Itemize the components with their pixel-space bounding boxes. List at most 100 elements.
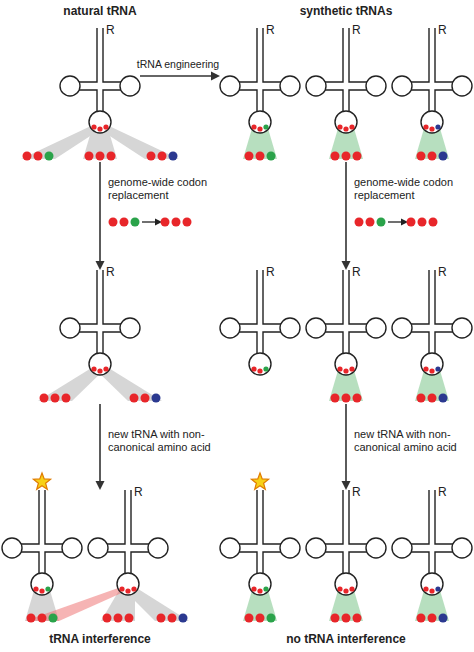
- step-label: new tRNA with non-canonical amino acid: [108, 428, 238, 454]
- trna-shape: [306, 490, 386, 595]
- codon-triplet: [245, 152, 276, 161]
- anticodon-dots: [91, 366, 108, 373]
- residue-label: R: [438, 485, 447, 499]
- anticodon-dots: [337, 124, 354, 131]
- noncanonical-star: [251, 473, 268, 489]
- anticodon-dots: [251, 366, 268, 373]
- green-wedges: [243, 125, 449, 621]
- trna-shape: [2, 490, 82, 595]
- trna-shape: [88, 490, 168, 595]
- anticodon-dots: [251, 586, 268, 593]
- trna-shape: [220, 270, 300, 375]
- noncanonical-star: [33, 473, 50, 489]
- trna-shape: [220, 490, 300, 595]
- codon-triplet: [27, 614, 58, 623]
- codon-triplet: [40, 394, 71, 403]
- trna-node: R: [60, 270, 140, 404]
- codon-triplet: [157, 614, 188, 623]
- arrow-head: [342, 481, 351, 490]
- codon-triplet: [161, 218, 192, 227]
- residue-label: R: [106, 23, 115, 37]
- anticodon-dots: [251, 124, 268, 131]
- icon-arrow-line: [142, 221, 156, 222]
- anticodon-dots: [119, 586, 136, 593]
- trna-node: R: [392, 28, 472, 162]
- step-label: genome-wide codon replacement: [354, 176, 470, 202]
- residue-label: R: [266, 23, 275, 37]
- arrow-head: [211, 72, 220, 81]
- trna-node: R: [306, 490, 386, 624]
- anticodon-dots: [91, 124, 108, 131]
- codon-triplet: [85, 152, 116, 161]
- trna-shape: [392, 270, 472, 375]
- residue-label: R: [352, 485, 361, 499]
- residue-label: R: [134, 485, 143, 499]
- codon-triplet: [23, 152, 54, 161]
- trna-shape: [60, 270, 140, 375]
- anticodon-dots: [33, 586, 50, 593]
- arrow-line: [140, 75, 212, 77]
- codon-triplet: [331, 614, 362, 623]
- trna-shape: [306, 270, 386, 375]
- trna-node: R: [306, 270, 386, 404]
- arrow-head: [342, 261, 351, 270]
- step-label: genome-wide codon replacement: [108, 176, 228, 202]
- codon-triplet: [245, 614, 276, 623]
- codon-triplet: [109, 218, 140, 227]
- codon-triplet: [417, 394, 448, 403]
- anticodon-dots: [423, 586, 440, 593]
- residue-label: R: [352, 265, 361, 279]
- trna-shape: [392, 28, 472, 133]
- residue-label: R: [438, 265, 447, 279]
- arrow-line: [345, 162, 347, 262]
- process-arrow: [96, 162, 105, 270]
- process-arrow: [140, 72, 220, 81]
- codon-triplet: [147, 152, 178, 161]
- residue-label: R: [266, 265, 275, 279]
- codon-triplet: [417, 614, 448, 623]
- anticodon-dots: [337, 586, 354, 593]
- panel-heading: no tRNA interference: [256, 632, 436, 646]
- trna-node: R: [220, 28, 300, 162]
- trna-shape: [306, 28, 386, 133]
- codon-triplet: [331, 394, 362, 403]
- trna-node: R: [392, 490, 472, 624]
- trna-shape: [220, 28, 300, 133]
- process-arrow: [342, 404, 351, 490]
- codon-triplet: [331, 152, 362, 161]
- arrow-head: [96, 261, 105, 270]
- arrow-line: [99, 404, 101, 482]
- process-arrow: [342, 162, 351, 270]
- trna-shape: [392, 490, 472, 595]
- anticodon-dots: [423, 124, 440, 131]
- trna-node: R: [392, 270, 472, 404]
- residue-label: R: [106, 265, 115, 279]
- codon-triplet: [355, 218, 386, 227]
- codon-replacement-icon: [109, 218, 192, 227]
- panel-heading: tRNA interference: [10, 632, 190, 646]
- trna-shape: [60, 28, 140, 133]
- panel-heading: synthetic tRNAs: [256, 4, 436, 18]
- codon-triplet: [407, 218, 438, 227]
- codon-triplet: [417, 152, 448, 161]
- residue-label: R: [352, 23, 361, 37]
- codon-replacement-icon: [355, 218, 438, 227]
- step-label: tRNA engineering: [128, 58, 228, 71]
- trna-node: R: [88, 490, 168, 624]
- icon-arrow-line: [388, 221, 402, 222]
- process-arrow: [96, 404, 105, 490]
- panel-heading: natural tRNA: [10, 4, 190, 18]
- residue-label: R: [438, 23, 447, 37]
- trna-node: R: [60, 28, 140, 162]
- anticodon-dots: [423, 366, 440, 373]
- anticodon-dots: [337, 366, 354, 373]
- arrow-line: [99, 162, 101, 262]
- codon-triplet: [130, 394, 161, 403]
- arrow-head: [96, 481, 105, 490]
- codon-triplet: [103, 614, 134, 623]
- step-label: new tRNA with non-canonical amino acid: [354, 428, 472, 454]
- trna-node: R: [306, 28, 386, 162]
